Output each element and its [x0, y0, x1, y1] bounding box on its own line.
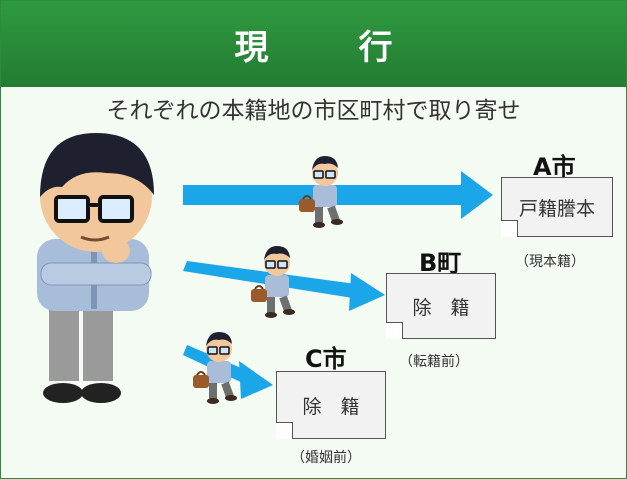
office-b-name: B町: [419, 249, 462, 277]
walking-man-with-bag-icon: [192, 331, 238, 405]
office-b-document: 除 籍: [386, 273, 496, 339]
office-a-document: 戸籍謄本: [501, 177, 613, 237]
header-title: 現 行: [234, 27, 421, 68]
office-a-name: A市: [533, 153, 576, 181]
arrow-icon: [183, 171, 493, 219]
office-c-note: （婚姻前）: [291, 450, 361, 466]
header-banner: 現 行: [1, 1, 626, 87]
thinking-man-icon: [37, 133, 154, 403]
office-b-note: （転籍前）: [399, 354, 469, 370]
office-a-note: （現本籍）: [515, 254, 585, 270]
subtitle: それぞれの本籍地の市区町村で取り寄せ: [106, 98, 521, 124]
office-c-name: C市: [305, 345, 347, 373]
office-c-document: 除 籍: [276, 371, 386, 439]
